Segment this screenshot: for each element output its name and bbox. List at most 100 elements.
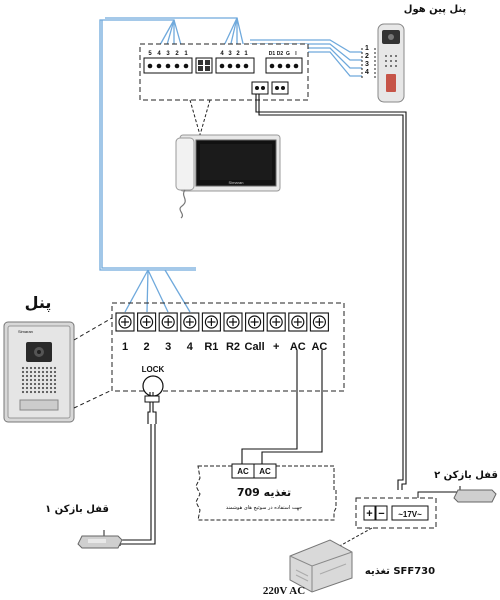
speaker-hole	[21, 378, 25, 382]
monitor-mid-pin-label: 2	[236, 51, 240, 57]
speaker-hole	[21, 382, 25, 386]
monitor-mid-pin-label: 1	[244, 51, 248, 57]
black-wires-psu730	[255, 94, 407, 490]
lock-1: قفل بازکن ۱	[45, 504, 123, 549]
door-panel: پنل Simaran	[3, 293, 113, 423]
panel-brand: Simaran	[18, 329, 33, 334]
speaker-hole	[49, 374, 53, 378]
speaker-hole	[25, 378, 29, 382]
monitor-left-pin-label: 4	[157, 51, 161, 57]
speaker-hole	[21, 366, 25, 370]
monitor-left-pin-label: 2	[175, 51, 179, 57]
speaker-hole	[33, 374, 37, 378]
monitor-right-pin-label: D2	[277, 51, 284, 57]
terminal-screw	[115, 312, 135, 332]
handset-cord	[179, 189, 186, 219]
lock2-label: قفل بازکن ۲	[434, 470, 498, 481]
speaker-hole	[53, 366, 57, 370]
speaker-hole	[41, 390, 45, 394]
speaker-hole	[29, 374, 33, 378]
terminal-label: R1	[204, 341, 218, 353]
terminal-label: Call	[245, 341, 265, 353]
terminal-label: R2	[226, 341, 240, 353]
speaker-hole	[37, 390, 41, 394]
psu709-title: تغذیه 709	[237, 486, 291, 499]
psu-709: AC AC تغذیه 709 جهت استفاده در سوئیچ های…	[195, 463, 337, 521]
speaker-hole	[41, 378, 45, 382]
pinhole-pin-label: 4	[365, 69, 369, 76]
monitor-right-pin-label: I	[295, 51, 297, 57]
pinhole-pin-label: 1	[365, 45, 369, 52]
monitor-left-pin-label: 1	[184, 51, 188, 57]
terminal-label: AC	[311, 341, 327, 353]
psu709-subtitle: جهت استفاده در سوئیچ های هوشمند	[226, 505, 302, 511]
terminal-label: 2	[144, 341, 150, 353]
speaker-hole	[33, 370, 37, 374]
speaker-hole	[33, 366, 37, 370]
speaker-hole	[33, 386, 37, 390]
speaker-hole	[25, 370, 29, 374]
speaker-hole	[29, 370, 33, 374]
speaker-hole	[25, 390, 29, 394]
terminal-label: +	[273, 341, 279, 353]
speaker-hole	[29, 386, 33, 390]
terminal-screw	[137, 312, 157, 332]
terminal-screw	[201, 312, 221, 332]
speaker-hole	[29, 390, 33, 394]
terminal-label: 3	[165, 341, 171, 353]
psu-730: + − ~17V~ تغذیه SFF730 220V AC	[263, 497, 437, 597]
speaker-hole	[53, 390, 57, 394]
lock-terminal: LOCK	[116, 365, 165, 546]
monitor-mid-pin-label: 3	[228, 51, 232, 57]
psu730-title: تغذیه SFF730	[365, 566, 435, 577]
speaker-hole	[49, 378, 53, 382]
blue-wires	[99, 17, 362, 313]
speaker-hole	[25, 374, 29, 378]
pinhole-panel-title: پنل پین هول	[404, 4, 467, 15]
speaker-hole	[45, 366, 49, 370]
speaker-hole	[41, 370, 45, 374]
speaker-hole	[29, 378, 33, 382]
black-wires-psu709	[241, 350, 323, 464]
psu730-plus: +	[366, 508, 372, 520]
psu709-ac-2: AC	[259, 467, 271, 476]
speaker-hole	[45, 374, 49, 378]
terminal-screw	[223, 312, 243, 332]
speaker-hole	[37, 366, 41, 370]
speaker-hole	[45, 386, 49, 390]
terminal-label: 4	[187, 341, 194, 353]
speaker-hole	[37, 378, 41, 382]
speaker-hole	[21, 370, 25, 374]
monitor-right-pin-label: D1	[269, 51, 276, 57]
monitor-power-blocks	[251, 81, 289, 95]
speaker-hole	[41, 382, 45, 386]
speaker-hole	[49, 370, 53, 374]
speaker-hole	[49, 366, 53, 370]
speaker-hole	[49, 386, 53, 390]
speaker-hole	[41, 374, 45, 378]
psu730-voltage: ~17V~	[398, 510, 422, 519]
lock-label: LOCK	[142, 365, 165, 374]
speaker-hole	[29, 382, 33, 386]
terminal-screw	[180, 312, 200, 332]
door-panel-title: پنل	[25, 293, 52, 313]
terminal-screw	[309, 312, 329, 332]
speaker-hole	[25, 382, 29, 386]
speaker-hole	[53, 378, 57, 382]
speaker-hole	[45, 390, 49, 394]
monitor-left-pin-label: 5	[148, 51, 152, 57]
monitor-mid-pin-label: 4	[220, 51, 224, 57]
terminal-screw	[158, 312, 178, 332]
terminal-screw	[288, 312, 308, 332]
terminal-label: AC	[290, 341, 306, 353]
monitor: Simaran	[175, 134, 281, 219]
speaker-hole	[41, 366, 45, 370]
speaker-hole	[53, 386, 57, 390]
speaker-hole	[25, 366, 29, 370]
